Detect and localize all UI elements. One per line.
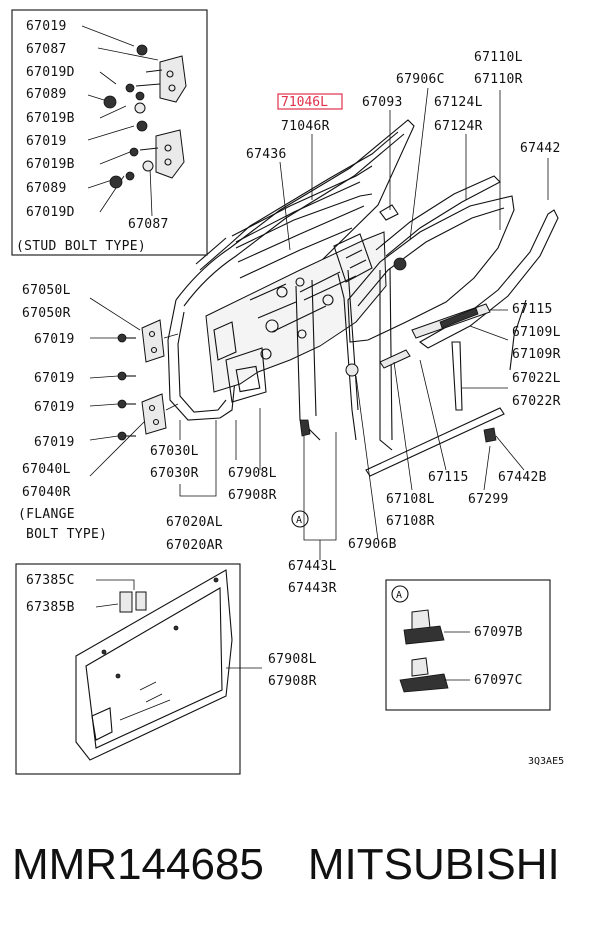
lower-hinge-stud [109,120,185,189]
label-67115-a: 67115 [512,302,553,317]
clip-67097b [411,609,431,631]
clip-inset-frame [385,579,551,711]
stud-label-67087-top: 67087 [26,42,67,57]
callout-a-label: A [296,515,302,526]
label-67108r: 67108R [386,514,435,529]
stud-label-67019-top: 67019 [26,19,67,34]
trim-panel-inset: 67385C 67385B [15,563,262,775]
label-67093: 67093 [362,95,403,110]
diagram-code: 3Q3AE5 [528,756,564,767]
stud-label-67019b-mid: 67019B [26,157,75,172]
stud-label-67019d-low: 67019D [26,205,75,220]
label-67022l: 67022L [512,371,561,386]
label-67019-c: 67019 [34,400,75,415]
label-67906b: 67906B [348,537,397,552]
door-parts-diagram: 67019 67087 67019D 67089 67019B 67019 67… [11,9,564,775]
label-67442b: 67442B [498,470,547,485]
label-67109l: 67109L [512,325,561,340]
stud-label-67019d-top: 67019D [26,65,75,80]
label-67443l: 67443L [288,559,337,574]
label-67020al: 67020AL [166,515,223,530]
label-67019-b: 67019 [34,371,75,386]
label-67908r-main: 67908R [228,488,277,503]
stud-bolt-inset: 67019 67087 67019D 67089 67019B 67019 67… [11,9,208,256]
highlight-box [277,93,343,110]
label-67097b: 67097B [474,625,523,640]
label-67908l-main: 67908L [228,466,277,481]
label-67040l: 67040L [22,462,71,477]
clip-67385b [119,591,133,613]
label-67030l: 67030L [150,444,199,459]
trim-inset-frame [15,563,241,775]
label-71046r: 71046R [281,119,330,134]
label-67040r: 67040R [22,485,71,500]
flange-hinge-parts [89,297,179,477]
callout-a-circle [291,510,309,528]
stud-label-67019-mid: 67019 [26,134,67,149]
label-67108l: 67108L [386,492,435,507]
door-assembly [167,119,559,477]
stud-label-67089-low: 67089 [26,181,67,196]
label-67030r: 67030R [150,466,199,481]
stud-label-67087-low: 67087 [128,217,169,232]
label-67110r: 67110R [474,72,523,87]
label-67019-d: 67019 [34,435,75,450]
label-67020ar: 67020AR [166,538,223,553]
label-67385b: 67385B [26,600,75,615]
label-flange-2: BOLT TYPE) [26,527,107,542]
clip-inset-callout: A [396,590,402,601]
label-67124l: 67124L [434,95,483,110]
label-67050l: 67050L [22,283,71,298]
stud-inset-caption: (STUD BOLT TYPE) [16,239,146,254]
label-67019-a: 67019 [34,332,75,347]
upper-hinge-stud [103,44,187,114]
label-67097c: 67097C [474,673,523,688]
stud-label-67089-top: 67089 [26,87,67,102]
label-67299: 67299 [468,492,509,507]
label-67109r: 67109R [512,347,561,362]
label-67906c: 67906C [396,72,445,87]
clip-inset-callout-circle [391,585,409,603]
footer-caption: MMR144685 MITSUBISHI [12,840,600,890]
highlighted-part-71046l[interactable]: 71046L [281,95,328,110]
label-67443r: 67443R [288,581,337,596]
label-67908l-inset: 67908L [268,652,317,667]
label-67022r: 67022R [512,394,561,409]
stud-label-67019b-top: 67019B [26,111,75,126]
label-67050r: 67050R [22,306,71,321]
label-67110l: 67110L [474,50,523,65]
stud-inset-frame [11,9,208,256]
label-flange-1: (FLANGE [18,507,75,522]
clip-67385c [135,591,147,611]
label-67124r: 67124R [434,119,483,134]
label-67385c: 67385C [26,573,75,588]
footer-brand: MITSUBISHI [307,840,560,889]
clip-inset: A 67097B 67097C [385,579,551,711]
footer-part-number: MMR144685 [12,840,264,889]
label-67436: 67436 [246,147,287,162]
label-67908r-inset: 67908R [268,674,317,689]
label-67115-b: 67115 [428,470,469,485]
clip-67097c [411,657,429,677]
label-67442: 67442 [520,141,561,156]
